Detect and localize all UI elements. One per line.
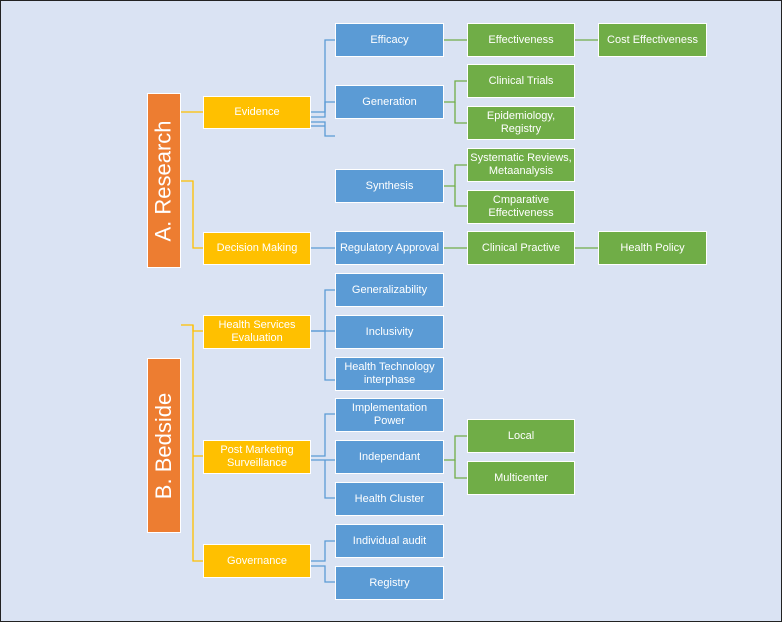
connector-generation-trials (444, 80, 467, 103)
connector-hse-generalizability (311, 289, 335, 332)
bedside-main-block: B. Bedside (147, 358, 181, 533)
connector-gov-audit (311, 540, 335, 562)
health-services-evaluation-box: Health Services Evaluation (203, 315, 311, 349)
implementation-power-box: Implementation Power (335, 398, 444, 432)
independant-box: Independant (335, 440, 444, 474)
systematic-reviews-box: Systematic Reviews, Metaanalysis (467, 148, 575, 182)
connector-synthesis-comparative (454, 186, 467, 207)
health-policy-box: Health Policy (598, 231, 707, 265)
comparative-effectiveness-box: Cmparative Effectiveness (467, 190, 575, 224)
connector-bedside-trunk (192, 325, 203, 562)
efficacy-box: Efficacy (335, 23, 444, 57)
evidence-box: Evidence (203, 96, 311, 129)
effectiveness-box: Effectiveness (467, 23, 575, 57)
connector-gov-registry (311, 565, 335, 583)
governance-box: Governance (203, 544, 311, 578)
regulatory-approval-box: Regulatory Approval (335, 231, 444, 265)
health-cluster-box: Health Cluster (335, 482, 444, 516)
synthesis-box: Synthesis (335, 169, 444, 203)
connector-generation-epi (454, 102, 467, 124)
post-marketing-surveillance-box: Post Marketing Surveillance (203, 440, 311, 474)
local-box: Local (467, 419, 575, 453)
research-main-block: A. Research (147, 93, 181, 268)
connector-bedside-hse (181, 324, 203, 332)
connector-synthesis-reviews (444, 164, 467, 187)
connector-research-decision (181, 180, 203, 249)
individual-audit-box: Individual audit (335, 524, 444, 558)
multicenter-box: Multicenter (467, 461, 575, 495)
cost-effectiveness-box: Cost Effectiveness (598, 23, 707, 57)
health-technology-interphase-box: Health Technology interphase (335, 357, 444, 391)
epidemiology-registry-box: Epidemiology, Registry (467, 106, 575, 140)
connector-evidence-synthesis (311, 121, 335, 137)
inclusivity-box: Inclusivity (335, 315, 444, 349)
generalizability-box: Generalizability (335, 273, 444, 307)
clinical-practive-box: Clinical Practive (467, 231, 575, 265)
generation-box: Generation (335, 85, 444, 119)
connector-evidence-efficacy (311, 39, 335, 113)
registry-box: Registry (335, 566, 444, 600)
connector-hse-hti (324, 331, 335, 381)
connector-evidence-generation (311, 101, 335, 118)
decision-making-box: Decision Making (203, 232, 311, 265)
connector-pms-implementation (311, 413, 335, 457)
connector-independant-multicenter (454, 460, 467, 479)
connector-independant-local (444, 435, 467, 461)
research-title: A. Research (151, 119, 176, 242)
connector-pms-cluster (324, 460, 335, 499)
bedside-title: B. Bedside (151, 392, 176, 499)
clinical-trials-box: Clinical Trials (467, 64, 575, 98)
